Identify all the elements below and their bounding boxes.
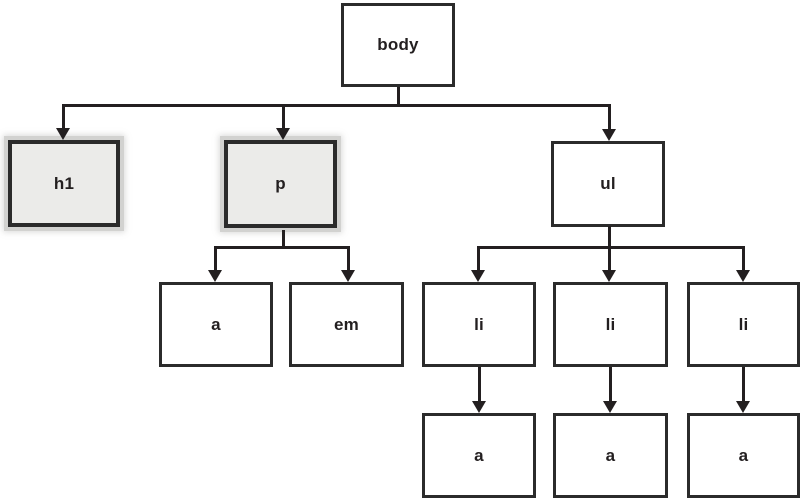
arrow-down-icon bbox=[340, 270, 355, 282]
node-li-3-label: li bbox=[738, 314, 749, 334]
arrow-down-icon bbox=[471, 401, 486, 413]
node-a-under-li-2: a bbox=[553, 413, 668, 498]
node-a-under-li-2-label: a bbox=[605, 445, 616, 465]
node-li-2: li bbox=[553, 282, 668, 367]
connector-li3-to-a bbox=[741, 367, 745, 402]
connector-to-em bbox=[346, 246, 350, 271]
connector-to-h1 bbox=[61, 104, 65, 130]
arrow-down-icon bbox=[735, 401, 750, 413]
arrow-down-icon bbox=[55, 128, 70, 140]
connector-p-stem bbox=[281, 230, 285, 247]
node-a-under-li-1-label: a bbox=[474, 445, 484, 465]
connector-ul-children-hline bbox=[476, 246, 745, 249]
node-em: em bbox=[289, 282, 404, 367]
arrow-down-icon bbox=[601, 270, 616, 282]
node-p-label: p bbox=[275, 174, 286, 193]
connector-to-li-3 bbox=[741, 246, 745, 271]
node-a-under-p-label: a bbox=[211, 314, 221, 334]
node-a-under-li-1: a bbox=[422, 413, 536, 498]
arrow-down-icon bbox=[735, 270, 750, 282]
node-li-3: li bbox=[687, 282, 800, 367]
node-a-under-li-3-label: a bbox=[738, 445, 749, 465]
arrow-down-icon bbox=[470, 270, 485, 282]
connector-to-li-2 bbox=[607, 246, 611, 271]
connector-ul-stem bbox=[607, 226, 611, 247]
node-p: p bbox=[224, 140, 337, 228]
connector-to-a bbox=[213, 246, 217, 271]
node-body-label: body bbox=[377, 35, 419, 54]
connector-to-li-1 bbox=[476, 246, 480, 271]
node-a-under-li-3: a bbox=[687, 413, 800, 498]
arrow-down-icon bbox=[603, 401, 617, 413]
node-li-2-label: li bbox=[605, 314, 616, 334]
connector-p-children-hline bbox=[213, 246, 350, 249]
connector-li1-to-a bbox=[477, 367, 481, 402]
node-body: body bbox=[341, 3, 455, 87]
node-a-under-p: a bbox=[159, 282, 273, 367]
node-h1-label: h1 bbox=[53, 173, 75, 193]
node-ul-label: ul bbox=[600, 174, 616, 193]
arrow-down-icon bbox=[207, 270, 222, 282]
connector-li2-to-a bbox=[609, 367, 612, 402]
connector-to-ul bbox=[607, 104, 611, 131]
node-h1: h1 bbox=[8, 140, 120, 227]
connector-body-stem bbox=[396, 87, 400, 105]
node-li-1-label: li bbox=[474, 314, 484, 334]
node-ul: ul bbox=[551, 141, 665, 227]
node-li-1: li bbox=[422, 282, 536, 367]
arrow-down-icon bbox=[601, 129, 616, 141]
node-em-label: em bbox=[334, 314, 359, 334]
connector-body-children-hline bbox=[61, 104, 611, 107]
connector-to-p bbox=[281, 104, 285, 130]
arrow-down-icon bbox=[275, 128, 290, 140]
